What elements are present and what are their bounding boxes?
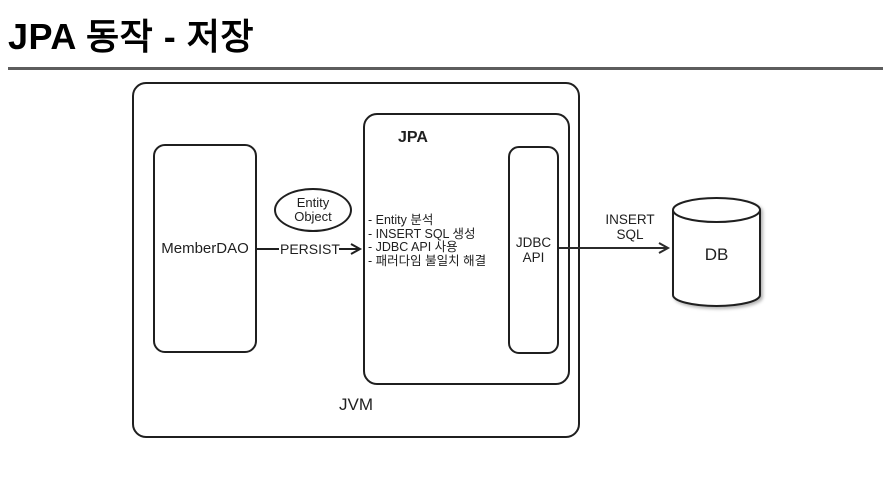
insert-sql-arrow-head — [658, 242, 671, 254]
insert-sql-label-line1: INSERT — [605, 212, 655, 227]
jpa-label: JPA — [398, 129, 428, 146]
db-label: DB — [704, 245, 729, 264]
db-cylinder-top — [672, 197, 761, 223]
jpa-feature-item: - 패러다임 불일치 해결 — [368, 253, 487, 268]
jpa-feature-item: - Entity 분석 — [368, 213, 434, 227]
jpa-feature-list: - Entity 분석 - INSERT SQL 생성 - JDBC API 사… — [368, 213, 487, 268]
jdbc-api-label-line2: API — [522, 250, 545, 265]
entity-object-label-line1: Entity — [296, 195, 330, 210]
jpa-feature-item: - INSERT SQL 생성 — [368, 226, 476, 241]
insert-sql-label: INSERT SQL — [595, 212, 665, 242]
jpa-box — [363, 113, 570, 385]
jpa-feature-item: - JDBC API 사용 — [368, 240, 458, 254]
memberdao-label: MemberDAO — [161, 240, 249, 257]
entity-object-label-line2: Object — [294, 209, 332, 224]
insert-sql-label-line2: SQL — [616, 227, 644, 242]
page-title: JPA 동작 - 저장 — [8, 16, 254, 57]
jdbc-api-box: JDBC API — [508, 146, 559, 354]
memberdao-box: MemberDAO — [153, 144, 257, 353]
title-underline — [8, 67, 883, 70]
entity-object-ellipse: Entity Object — [274, 188, 352, 232]
jdbc-api-label-line1: JDBC — [515, 235, 552, 250]
jvm-box — [132, 82, 580, 438]
jvm-label: JVM — [339, 395, 373, 414]
persist-label: PERSIST — [280, 241, 340, 257]
